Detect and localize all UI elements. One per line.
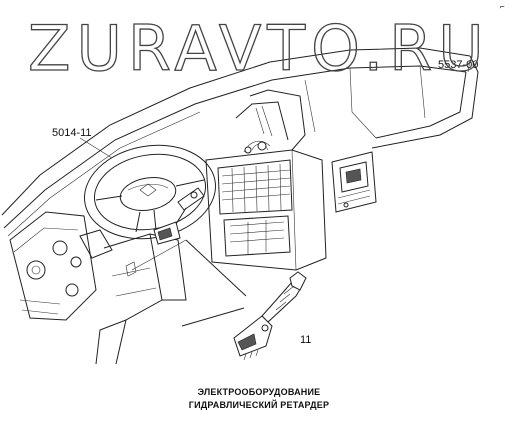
center-console [205,140,327,271]
left-instrument-area [9,211,113,321]
callout-11: 11 [300,334,311,346]
callout-5537-00: 5537-00 [438,59,478,71]
caption-line-2: ГИДРАВЛИЧЕСКИЙ РЕТАРДЕР [188,400,330,410]
callout-5014-11: 5014-11 [52,127,92,139]
watermark: ZURAVTO.RU [28,12,490,85]
caption-line-1: ЭЛЕКТРООБОРУДОВАНИЕ [197,387,321,397]
dashboard-panel [1,47,479,237]
installed-retarder-switch [153,187,205,245]
corner-mark: ⌐ [500,2,505,11]
retarder-switch-part-11 [233,271,307,361]
steering-column [95,233,187,365]
leader-5537 [467,59,471,73]
steering-wheel [84,144,216,240]
leader-5014 [79,137,113,159]
retarder-control-unit [331,151,377,213]
lower-linkage [125,239,247,327]
